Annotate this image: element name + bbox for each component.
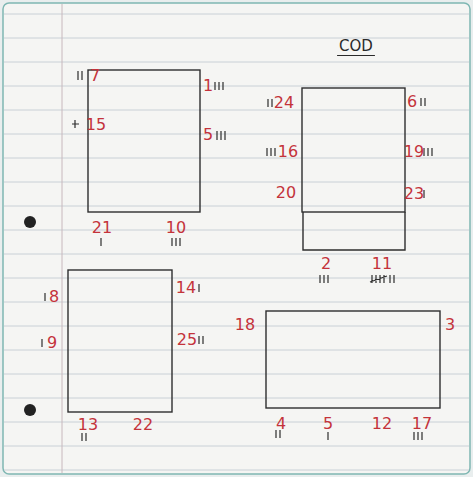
- callout-number: 22: [133, 417, 153, 433]
- callout-number: 23: [404, 186, 424, 202]
- callout-number: 18: [235, 317, 255, 333]
- callout-number: 7: [90, 68, 100, 84]
- callout-number: 8: [49, 289, 59, 305]
- callout-number: 20: [276, 185, 296, 201]
- callout-number: 15: [86, 117, 106, 133]
- page-title: COD: [339, 39, 373, 54]
- callout-number: 24: [274, 95, 294, 111]
- callout-number: 13: [78, 417, 98, 433]
- callout-number: 25: [177, 332, 197, 348]
- callout-number: 6: [407, 94, 417, 110]
- callout-number: 3: [445, 317, 455, 333]
- callout-number: 11: [372, 256, 392, 272]
- callout-number: 10: [166, 220, 186, 236]
- callout-number: 9: [47, 335, 57, 351]
- callout-number: 5: [323, 416, 333, 432]
- callout-number: 17: [412, 416, 432, 432]
- callout-number: 16: [278, 144, 298, 160]
- callout-number: 5: [203, 127, 213, 143]
- callout-number: 14: [176, 280, 196, 296]
- callout-number: 19: [404, 144, 424, 160]
- callout-number: 4: [276, 416, 286, 432]
- callout-number: 12: [372, 416, 392, 432]
- callout-number: 21: [92, 220, 112, 236]
- callout-number: 2: [321, 256, 331, 272]
- callout-number: 1: [203, 78, 213, 94]
